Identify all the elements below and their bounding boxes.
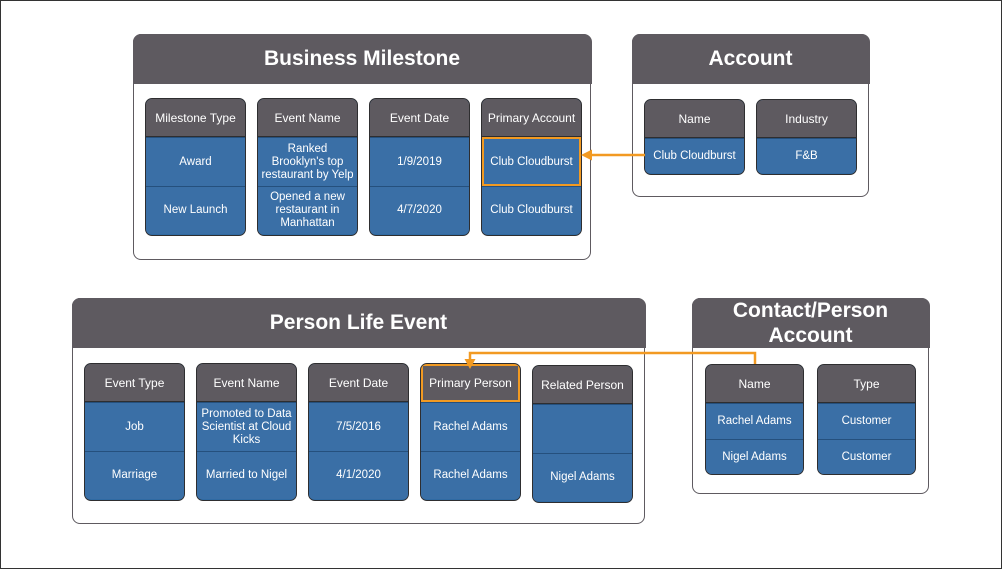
milestone-primary-account-cell-highlighted: Club Cloudburst [482,137,581,186]
life-event-name-cell: Promoted to Data Scientist at Cloud Kick… [197,402,296,451]
contact-name-header: Name [706,365,803,403]
life-event-name-header: Event Name [197,364,296,402]
account-name-column: Name Club Cloudburst [644,99,745,175]
life-event-type-column: Event Type Job Marriage [84,363,185,501]
life-event-related-person-column: Related Person Nigel Adams [532,365,633,503]
milestone-event-name-cell: Opened a new restaurant in Manhattan [258,186,357,234]
milestone-event-name-header: Event Name [258,99,357,137]
milestone-type-cell: New Launch [146,186,245,234]
milestone-type-cell: Award [146,137,245,186]
contact-person-account-title: Contact/Person Account [691,297,930,348]
milestone-primary-account-header: Primary Account [482,99,581,137]
contact-name-cell: Rachel Adams [706,403,803,439]
account-name-cell: Club Cloudburst [645,138,744,173]
life-event-type-cell: Marriage [85,451,184,499]
milestone-primary-account-cell: Club Cloudburst [482,186,581,234]
contact-name-column: Name Rachel Adams Nigel Adams [705,364,804,475]
person-life-event-panel: Person Life Event Event Type Job Marriag… [71,297,646,524]
contact-type-column: Type Customer Customer [817,364,916,475]
life-event-date-cell: 7/5/2016 [309,402,408,451]
milestone-event-name-column: Event Name Ranked Brooklyn's top restaur… [257,98,358,236]
life-event-type-cell: Job [85,402,184,451]
life-event-related-person-cell [533,404,632,453]
milestone-event-date-header: Event Date [370,99,469,137]
person-life-event-title: Person Life Event [71,297,646,348]
life-event-date-header: Event Date [309,364,408,402]
life-event-related-person-header: Related Person [533,366,632,404]
milestone-event-date-cell: 4/7/2020 [370,186,469,234]
milestone-type-header: Milestone Type [146,99,245,137]
milestone-primary-account-column: Primary Account Club Cloudburst Club Clo… [481,98,582,236]
life-event-name-cell: Married to Nigel [197,451,296,499]
life-event-date-column: Event Date 7/5/2016 4/1/2020 [308,363,409,501]
contact-type-header: Type [818,365,915,403]
life-event-related-person-cell: Nigel Adams [533,453,632,501]
milestone-event-date-cell: 1/9/2019 [370,137,469,186]
milestone-event-date-column: Event Date 1/9/2019 4/7/2020 [369,98,470,236]
contact-name-cell: Nigel Adams [706,439,803,474]
life-event-type-header: Event Type [85,364,184,402]
milestone-event-name-cell: Ranked Brooklyn's top restaurant by Yelp [258,137,357,186]
business-milestone-panel: Business Milestone Milestone Type Award … [132,33,592,260]
account-name-header: Name [645,100,744,138]
account-industry-cell: F&B [757,138,856,173]
account-panel: Account Name Club Cloudburst Industry F&… [631,33,870,197]
life-event-name-column: Event Name Promoted to Data Scientist at… [196,363,297,501]
account-to-primary-account-arrow [581,149,645,161]
account-title: Account [631,33,870,84]
contact-to-primary-person-arrow [464,351,757,369]
contact-person-account-panel: Contact/Person Account Name Rachel Adams… [691,297,930,494]
life-event-primary-person-header-highlighted: Primary Person [421,364,520,402]
life-event-primary-person-column: Primary Person Rachel Adams Rachel Adams [420,363,521,501]
life-event-date-cell: 4/1/2020 [309,451,408,499]
milestone-type-column: Milestone Type Award New Launch [145,98,246,236]
business-milestone-title: Business Milestone [132,33,592,84]
account-industry-column: Industry F&B [756,99,857,175]
life-event-primary-person-cell: Rachel Adams [421,451,520,499]
account-industry-header: Industry [757,100,856,138]
life-event-primary-person-cell: Rachel Adams [421,402,520,451]
contact-type-cell: Customer [818,439,915,474]
contact-type-cell: Customer [818,403,915,439]
